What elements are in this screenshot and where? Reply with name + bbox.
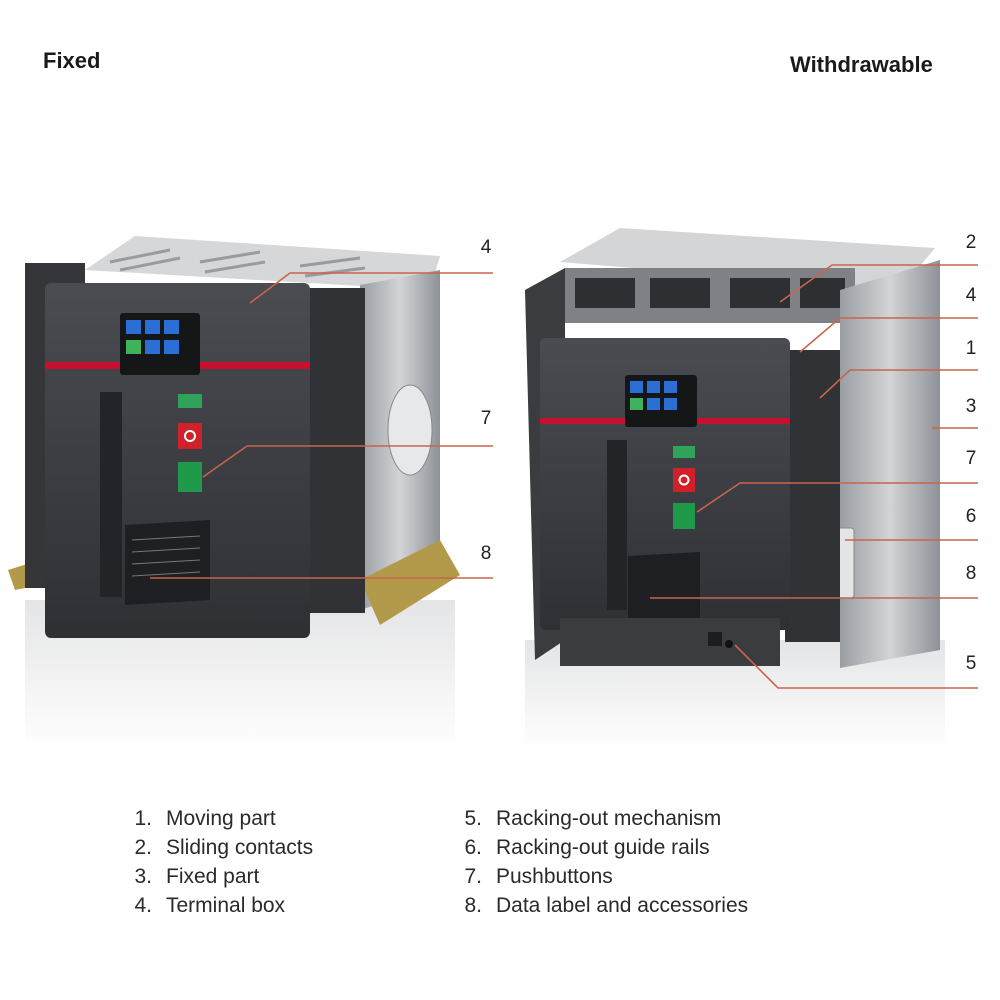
- open-button-icon-w: [678, 474, 690, 486]
- callout-w-7: 7: [965, 448, 977, 469]
- leader-fixed-7: [202, 445, 493, 478]
- withdrawable-breaker: [525, 228, 945, 750]
- legend-number: 5.: [464, 807, 482, 830]
- legend-text: Fixed part: [166, 865, 260, 888]
- racking-crank-hole: [725, 640, 733, 648]
- close-button-fixed: [178, 462, 202, 492]
- legend-text: Pushbuttons: [496, 865, 613, 888]
- legend-item: 6. Racking-out guide rails: [444, 833, 748, 862]
- front-housing-withdrawable: [540, 338, 790, 630]
- callout-w-4: 4: [965, 285, 977, 306]
- legend-text: Moving part: [166, 807, 276, 830]
- vent-slots: [109, 248, 366, 278]
- mounting-bracket: [360, 540, 460, 625]
- leader-lines: [150, 264, 978, 689]
- legend-item: 5. Racking-out mechanism: [444, 804, 748, 833]
- callout-fixed-8: 8: [480, 543, 492, 564]
- legend-right: 5. Racking-out mechanism 6. Racking-out gu…: [444, 804, 748, 920]
- sliding-contacts: [575, 278, 845, 308]
- open-button-fixed: [178, 423, 202, 449]
- data-label-w: [628, 552, 700, 622]
- legend-text: Sliding contacts: [166, 836, 314, 859]
- legend-text: Terminal box: [166, 894, 286, 917]
- data-label-lines: [131, 535, 201, 577]
- leader-fixed-4: [249, 272, 493, 304]
- legend-number: 6.: [464, 836, 482, 859]
- callout-fixed-7: 7: [480, 408, 492, 429]
- legend-number: 4.: [134, 894, 152, 917]
- racking-lock: [708, 632, 722, 646]
- fixed-part-metal: [840, 260, 940, 668]
- legend-item: 2. Sliding contacts: [114, 833, 313, 862]
- legend-item: 1. Moving part: [114, 804, 313, 833]
- callout-w-8: 8: [965, 563, 977, 584]
- legend-item: 7. Pushbuttons: [444, 862, 748, 891]
- handle-slot-fixed: [100, 392, 122, 597]
- racking-base: [560, 618, 780, 666]
- legend-item: 8. Data label and accessories: [444, 891, 748, 920]
- legend-number: 7.: [464, 865, 482, 888]
- leader-w-1: [819, 369, 978, 399]
- rear-body-right: [310, 288, 365, 613]
- heading-fixed: Fixed: [43, 48, 101, 73]
- indicator-green-w: [673, 446, 695, 458]
- legend-text: Data label and accessories: [496, 894, 749, 917]
- legend-text: Racking-out guide rails: [496, 836, 710, 859]
- callout-w-5: 5: [965, 653, 977, 674]
- data-label-fixed: [125, 520, 210, 605]
- open-button-icon: [184, 430, 196, 442]
- leader-w-5: [734, 644, 978, 689]
- callout-w-3: 3: [965, 396, 977, 417]
- callout-w-1: 1: [965, 338, 977, 359]
- legend-item: 3. Fixed part: [114, 862, 313, 891]
- callout-fixed-4: 4: [480, 237, 492, 258]
- display-screen-w: [630, 381, 677, 410]
- legend-number: 8.: [464, 894, 482, 917]
- indicator-green-fixed: [178, 394, 202, 408]
- side-round-plate: [387, 384, 433, 476]
- moving-part-side: [785, 350, 840, 642]
- heading-withdrawable: Withdrawable: [790, 52, 933, 77]
- fixed-breaker: [8, 236, 460, 750]
- handle-slot-w: [607, 440, 627, 610]
- legend-number: 1.: [134, 807, 152, 830]
- close-button-w: [673, 503, 695, 529]
- open-button-w: [673, 468, 695, 492]
- callout-w-6: 6: [965, 506, 977, 527]
- leader-w-7: [696, 482, 978, 513]
- display-screen-fixed: [126, 320, 179, 354]
- leader-w-2: [779, 264, 978, 303]
- legend-number: 3.: [134, 865, 152, 888]
- leader-w-4: [799, 317, 978, 353]
- callout-w-2: 2: [965, 232, 977, 253]
- legend-left: 1. Moving part 2. Sliding contacts 3. Fixed…: [114, 804, 313, 920]
- legend-text: Racking-out mechanism: [496, 807, 722, 830]
- legend-item: 4. Terminal box: [114, 891, 313, 920]
- legend-number: 2.: [134, 836, 152, 859]
